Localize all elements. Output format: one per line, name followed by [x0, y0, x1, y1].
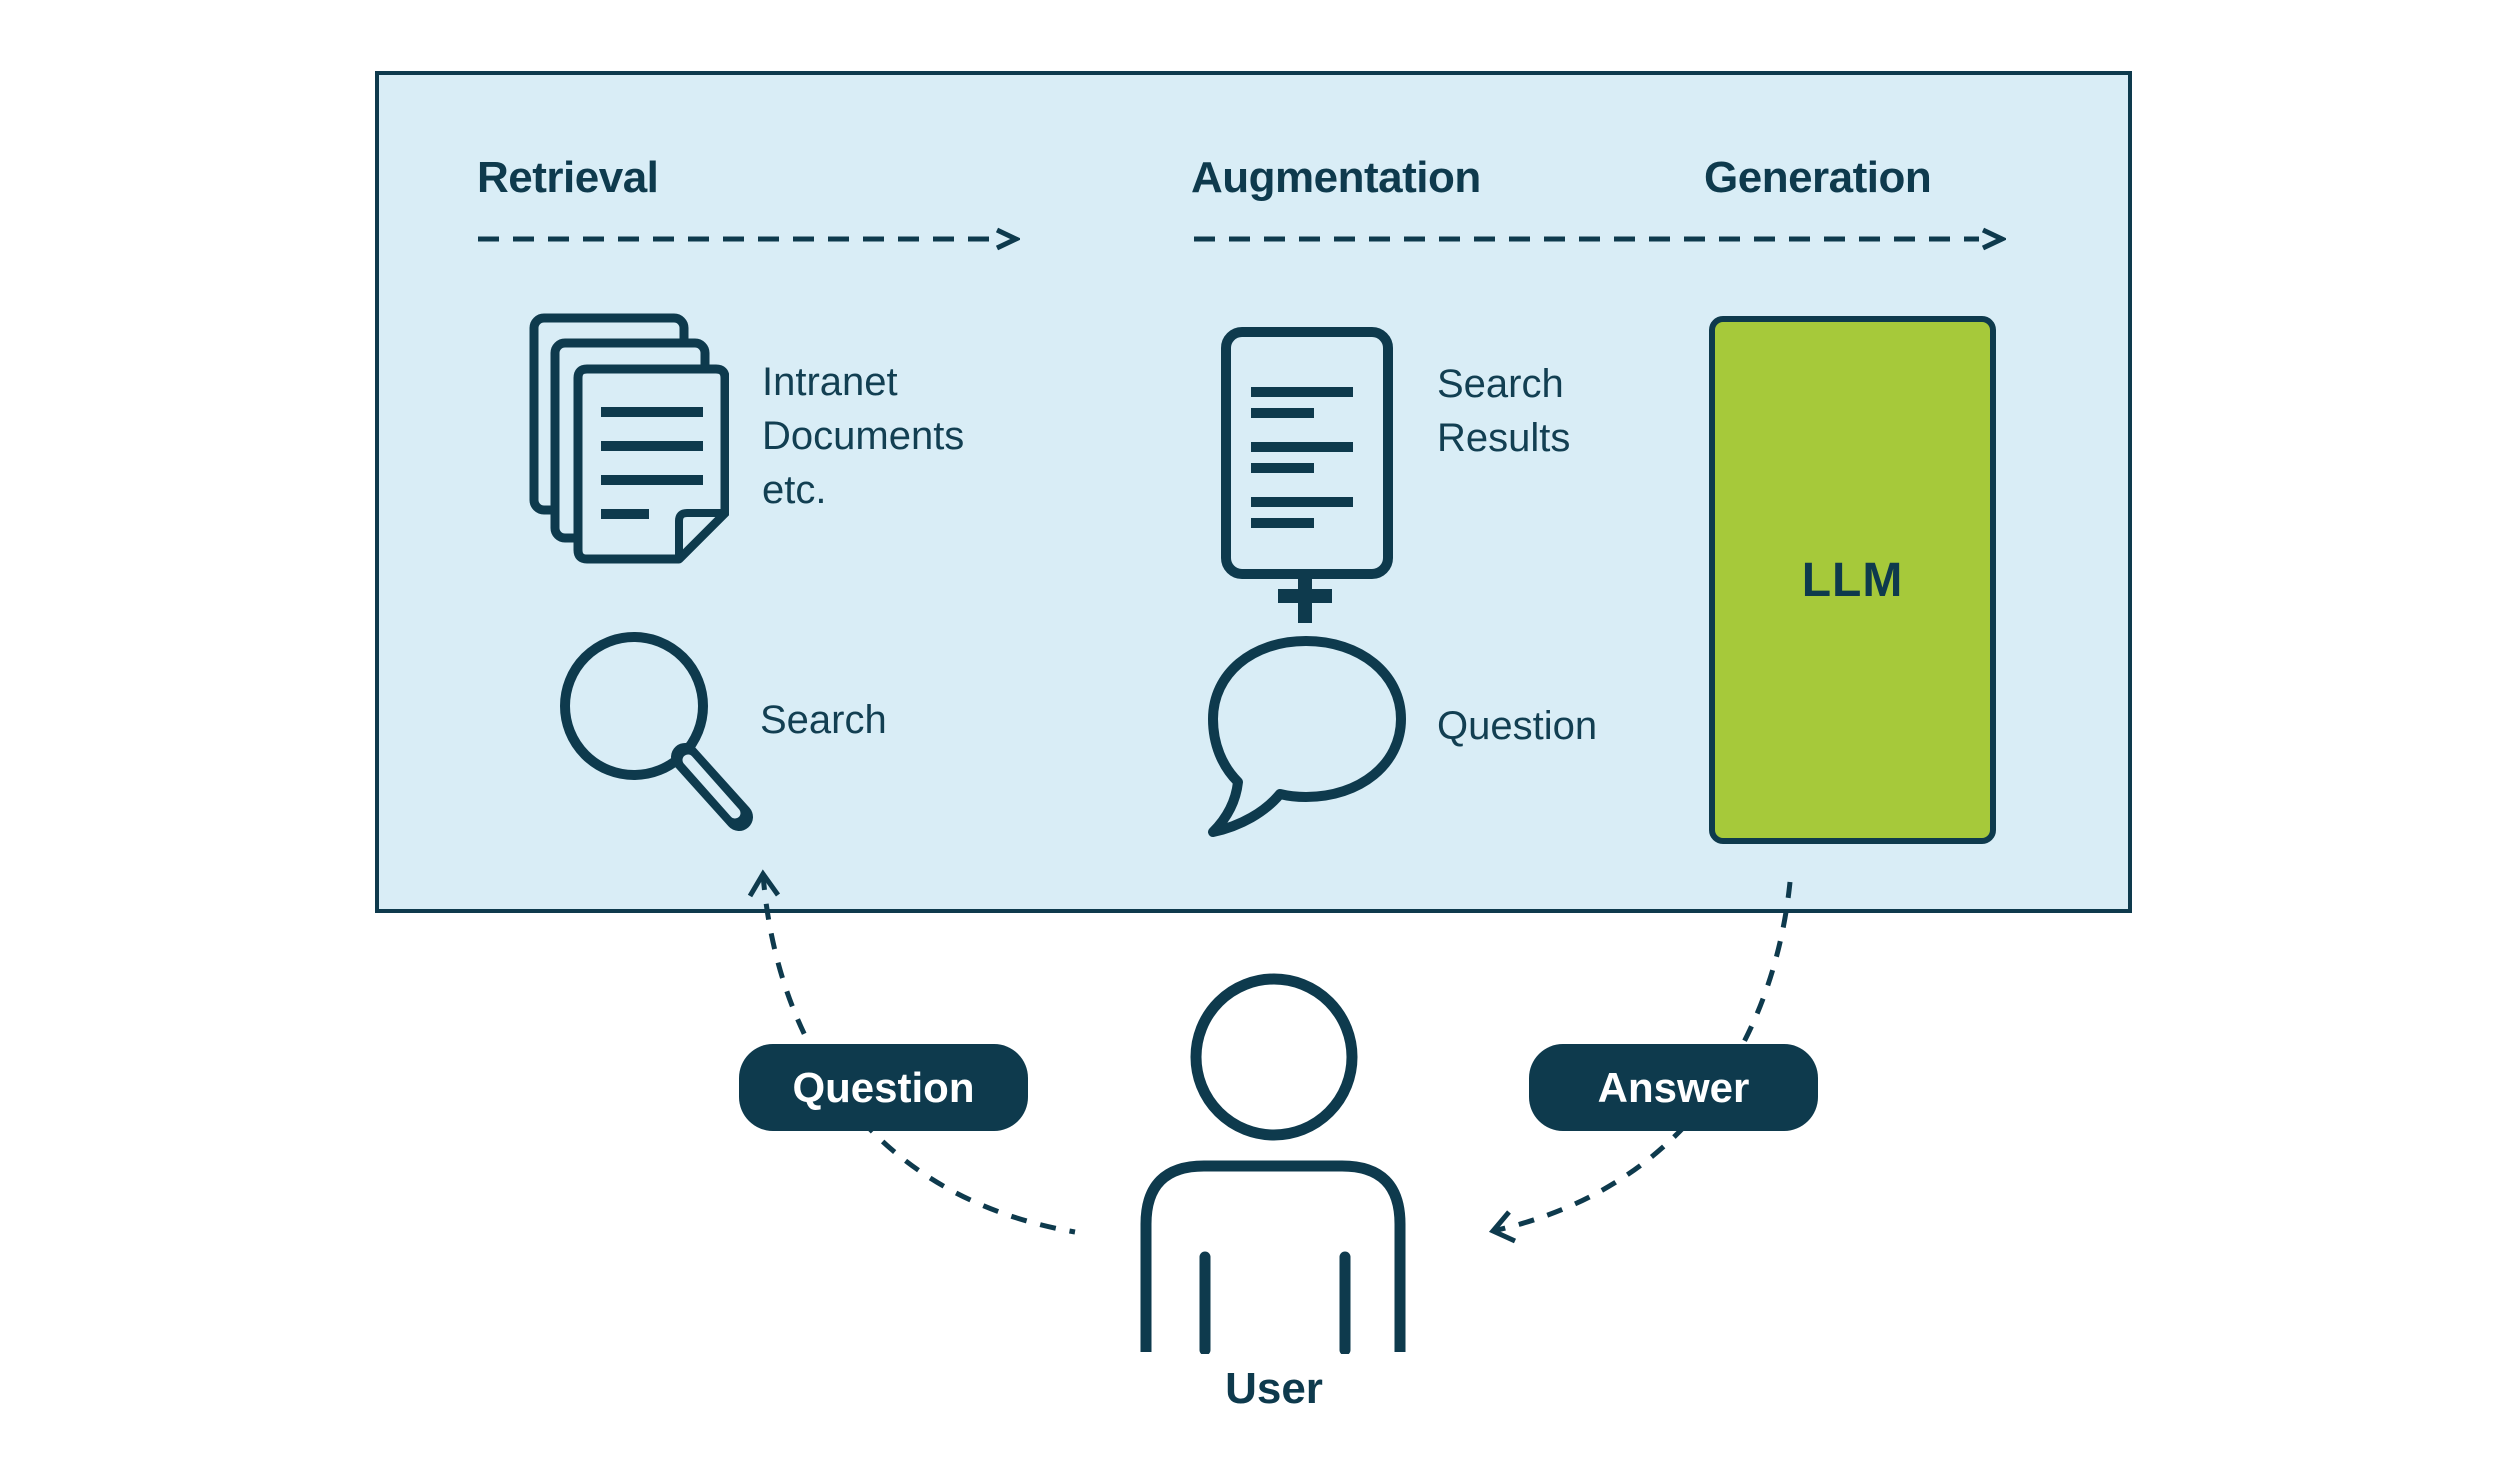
search-results-label: Search Results	[1437, 357, 1570, 465]
answer-flow-arrowhead-icon	[1488, 1210, 1517, 1244]
question-badge: Question	[739, 1044, 1028, 1131]
llm-label: LLM	[1801, 553, 1904, 607]
documents-label: Intranet Documents etc.	[762, 355, 964, 517]
rag-pipeline-panel: Retrieval Augmentation Generation Intran…	[375, 71, 2132, 913]
documents-label-line: etc.	[762, 468, 827, 512]
search-icon	[560, 632, 753, 831]
search-results-label-line: Search	[1437, 362, 1564, 406]
search-label: Search	[760, 698, 887, 742]
search-results-document-icon	[1221, 327, 1393, 579]
augmentation-generation-stage-arrow-icon	[1194, 227, 2006, 251]
retrieval-stage-arrow-icon	[478, 227, 1020, 251]
question-speech-bubble-icon	[1208, 636, 1406, 837]
search-results-label-line: Results	[1437, 416, 1571, 460]
document-stack-icon	[529, 313, 729, 564]
stage-heading-generation: Generation	[1704, 153, 1932, 202]
plus-icon	[1278, 569, 1332, 623]
user-icon	[1140, 973, 1406, 1354]
llm-box: LLM	[1709, 316, 1996, 844]
question-label: Question	[1437, 704, 1598, 748]
answer-badge: Answer	[1529, 1044, 1818, 1131]
documents-label-line: Documents	[762, 414, 965, 458]
stage-heading-augmentation: Augmentation	[1191, 153, 1481, 202]
stage-heading-retrieval: Retrieval	[477, 153, 659, 202]
user-label: User	[1225, 1364, 1323, 1413]
documents-label-line: Intranet	[762, 360, 898, 404]
